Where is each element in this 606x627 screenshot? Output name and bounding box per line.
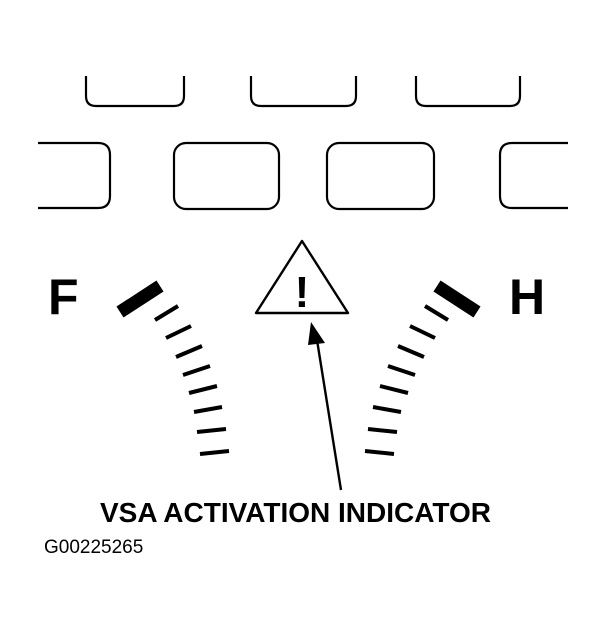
fuel-gauge-tick (182, 364, 211, 377)
top-indicator-row (84, 76, 522, 108)
figure-id: G00225265 (44, 537, 143, 558)
middle-indicator-row (38, 141, 568, 211)
temperature-gauge-tick (387, 364, 416, 377)
middle-indicator-housing-right-partial (498, 141, 568, 210)
fuel-gauge-tick (193, 405, 223, 414)
warning-triangle-icon: ! (254, 239, 350, 317)
middle-indicator-housing-left-partial (38, 141, 112, 210)
top-indicator-housing-left (84, 76, 186, 108)
temperature-gauge-tick (423, 304, 450, 322)
fuel-gauge-letter: F (48, 269, 79, 325)
temperature-gauge-major-tick (433, 280, 481, 318)
fuel-gauge-tick (188, 384, 218, 395)
temperature-gauge-tick (409, 324, 436, 340)
fuel-gauge-tick (175, 344, 203, 359)
top-indicator-housing-right (414, 76, 522, 108)
temperature-gauge-tick (379, 384, 409, 395)
temperature-gauge-tick (372, 405, 402, 414)
temperature-gauge-scale (364, 280, 481, 456)
temperature-gauge-tick (367, 427, 398, 434)
fuel-gauge-tick (153, 304, 180, 322)
fuel-gauge-major-tick (116, 280, 164, 318)
temperature-gauge-letter: H (509, 269, 545, 325)
middle-indicator-housing-center-left (172, 141, 281, 211)
fuel-gauge-tick (196, 427, 227, 434)
warning-exclamation-mark: ! (295, 268, 310, 317)
callout-arrow-head (308, 322, 325, 345)
top-indicator-housing-center (249, 76, 358, 108)
callout-label: VSA ACTIVATION INDICATOR (100, 497, 491, 528)
callout-arrow (308, 322, 343, 491)
warning-triangle-outline (254, 239, 350, 315)
fuel-gauge-scale (116, 280, 230, 456)
fuel-gauge-tick (199, 449, 230, 456)
temperature-gauge-tick (397, 344, 425, 359)
middle-indicator-housing-center-right (325, 141, 436, 211)
fuel-gauge-tick (165, 324, 192, 340)
callout-arrow-shaft (315, 339, 343, 491)
temperature-gauge-tick (364, 449, 395, 456)
